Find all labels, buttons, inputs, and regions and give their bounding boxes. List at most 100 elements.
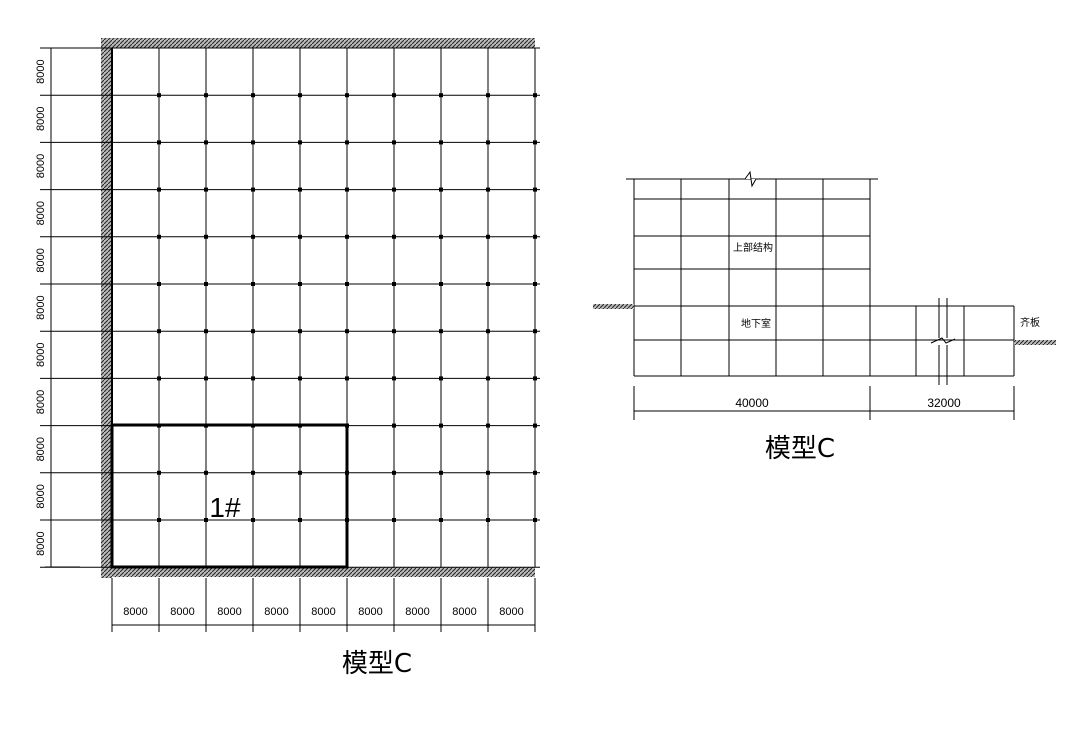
column-node: [486, 329, 490, 334]
column-node: [392, 423, 396, 428]
column-dim-label: 8000: [311, 606, 335, 618]
break-mark-basement: [930, 298, 956, 385]
column-node: [251, 518, 255, 522]
row-dim-label: 8000: [35, 201, 47, 225]
column-node: [486, 470, 490, 475]
column-node: [486, 376, 490, 381]
column-node: [204, 518, 208, 522]
column-node: [251, 187, 255, 192]
column-dim-label: 8000: [264, 606, 288, 618]
column-node: [204, 140, 208, 145]
column-node: [533, 329, 537, 334]
row-dim-label: 8000: [35, 154, 47, 178]
column-node: [298, 470, 302, 475]
column-node: [157, 470, 161, 475]
dim-32000: 32000: [927, 396, 961, 410]
plan-title: 模型C: [342, 649, 412, 679]
column-node: [533, 470, 537, 475]
column-node: [439, 329, 443, 334]
column-node: [251, 234, 255, 239]
column-dim-label: 8000: [123, 606, 147, 618]
dim-40000: 40000: [735, 396, 769, 410]
column-node: [533, 518, 537, 522]
block-1-outline: [110, 423, 349, 569]
column-node: [439, 234, 443, 239]
column-node: [392, 518, 396, 522]
section-view: 上部结构 地下室 齐板 40000 32000 模型C: [593, 170, 1056, 464]
column-node: [345, 93, 349, 98]
row-dim-label: 8000: [35, 295, 47, 319]
ground-hatch-right: [1014, 340, 1056, 345]
column-node: [204, 470, 208, 475]
column-node: [392, 329, 396, 334]
column-node: [392, 140, 396, 145]
row-dim-label: 8000: [35, 59, 47, 83]
column-node: [392, 376, 396, 381]
column-node: [345, 282, 349, 286]
basement-label: 地下室: [741, 317, 771, 330]
column-dim-label: 8000: [217, 606, 241, 618]
column-node: [298, 140, 302, 145]
column-node: [392, 282, 396, 286]
column-node: [204, 376, 208, 381]
column-node: [486, 282, 490, 286]
plan-grid: [40, 47, 540, 568]
row-dim-label: 8000: [35, 437, 47, 461]
column-node: [533, 187, 537, 192]
column-node: [533, 423, 537, 428]
row-dim-label: 8000: [35, 531, 47, 555]
row-dim-label: 8000: [35, 343, 47, 367]
column-node: [251, 470, 255, 475]
row-dim-label: 8000: [35, 484, 47, 508]
column-node: [157, 518, 161, 522]
block-label: 1#: [209, 492, 241, 523]
column-node: [439, 423, 443, 428]
column-node: [439, 93, 443, 98]
column-node: [345, 234, 349, 239]
column-node: [204, 282, 208, 286]
column-dim-label: 8000: [170, 606, 194, 618]
column-node: [298, 376, 302, 381]
column-node: [392, 234, 396, 239]
column-node: [345, 376, 349, 381]
row-dim-label: 8000: [35, 107, 47, 131]
column-node: [392, 93, 396, 98]
column-node: [157, 187, 161, 192]
column-node: [204, 187, 208, 192]
row-dim-label: 8000: [35, 248, 47, 272]
column-node: [251, 329, 255, 334]
column-node: [439, 140, 443, 145]
top-wall-hatch: [101, 38, 535, 48]
break-mark-top: [744, 170, 757, 188]
column-node: [298, 518, 302, 522]
ground-hatch-left: [593, 304, 634, 309]
column-node: [298, 234, 302, 239]
column-node: [204, 234, 208, 239]
column-dim-label: 8000: [452, 606, 476, 618]
column-node: [533, 93, 537, 98]
column-node: [439, 470, 443, 475]
column-node: [533, 282, 537, 286]
column-node: [486, 234, 490, 239]
column-node: [157, 234, 161, 239]
column-node: [298, 329, 302, 334]
column-node: [345, 140, 349, 145]
column-node: [439, 282, 443, 286]
column-node: [439, 376, 443, 381]
column-node: [486, 93, 490, 98]
slab-label: 齐板: [1020, 316, 1040, 329]
plan-dimensions: 8000 8000 8000 8000 8000 8000 8000 8000 8000 8000…: [35, 48, 536, 632]
column-node: [157, 329, 161, 334]
column-node: [298, 187, 302, 192]
column-dim-label: 8000: [358, 606, 382, 618]
column-node: [204, 329, 208, 334]
section-grid: [626, 170, 1015, 420]
column-node: [486, 423, 490, 428]
column-node: [533, 376, 537, 381]
column-node: [345, 329, 349, 334]
column-node: [298, 282, 302, 286]
column-node: [392, 187, 396, 192]
column-node: [486, 518, 490, 522]
